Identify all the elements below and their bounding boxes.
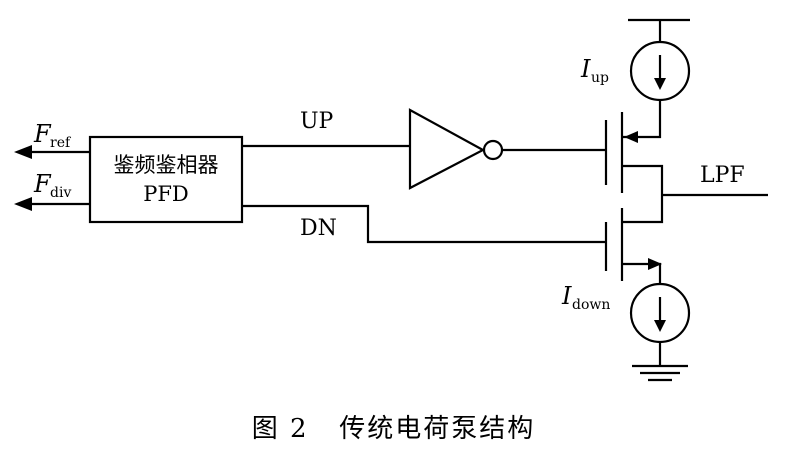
pfd-block [88, 135, 244, 224]
i-up-source-circle [629, 40, 691, 102]
pmos-source-wire [622, 100, 662, 139]
f-ref-label: F [33, 120, 52, 148]
figure-title: 传统电荷泵结构 [339, 414, 536, 444]
dn-wire [242, 204, 606, 244]
f-div-subscript: div [50, 185, 71, 201]
f-ref-arrowhead [14, 145, 32, 159]
up-signal-label: UP [300, 109, 334, 134]
dn-signal-label: DN [300, 216, 337, 241]
pfd-block-line2: PFD [143, 182, 189, 206]
figure-caption: 图 2 传统电荷泵结构 [0, 408, 787, 445]
pfd-block-line1: 鉴频鉴相器 [114, 153, 219, 177]
f-div-label: F [33, 170, 52, 198]
i-down-subscript: down [572, 297, 610, 313]
inverter-bubble [482, 139, 504, 161]
inverter-triangle [408, 108, 486, 190]
lpf-label: LPF [700, 163, 745, 188]
i-down-label: I [561, 282, 572, 310]
i-down-arrowhead [654, 320, 666, 332]
nmos-source-arrow [648, 258, 662, 270]
figure-number: 图 2 [251, 414, 309, 444]
f-ref-subscript: ref [50, 135, 72, 151]
i-up-label: I [580, 55, 591, 83]
f-div-arrowhead [14, 197, 32, 211]
pmos-source-arrow [624, 131, 638, 143]
i-up-subscript: up [591, 70, 609, 86]
pmos-drain-wire [622, 164, 664, 224]
i-up-arrowhead [654, 78, 666, 90]
